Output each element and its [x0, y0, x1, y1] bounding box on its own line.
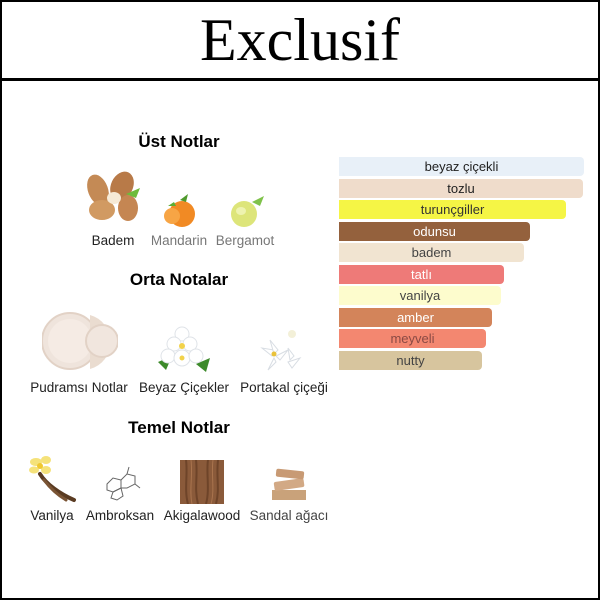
mandarin-icon	[164, 194, 195, 227]
top-notes-title: Üst Notlar	[138, 132, 220, 151]
vanilla-icon	[29, 456, 76, 502]
title-bar: Exclusif	[2, 2, 598, 81]
wood-icon	[180, 460, 224, 504]
note-label-mandarin: Mandarin	[150, 233, 208, 248]
accord-bar: badem	[339, 243, 524, 262]
accord-bar: odunsu	[339, 221, 530, 241]
powder-icon	[42, 312, 118, 370]
bergamot-icon	[231, 196, 264, 227]
perfume-title: Exclusif	[200, 6, 400, 73]
accord-bar: nutty	[339, 350, 482, 370]
accord-bar: vanilya	[339, 286, 501, 305]
base-notes-title: Temel Notlar	[128, 418, 230, 437]
accord-bar: turunçgiller	[339, 200, 566, 219]
note-label-badem: Badem	[91, 233, 135, 248]
note-label-vanilya: Vanilya	[30, 508, 74, 523]
note-label-beyaz-cicekler: Beyaz Çiçekler	[138, 380, 230, 395]
note-label-sandal-agaci: Sandal ağacı	[249, 508, 329, 523]
middle-notes-title: Orta Notalar	[129, 270, 229, 289]
accord-bar: amber	[339, 307, 492, 327]
note-label-ambroksan: Ambroksan	[85, 508, 155, 523]
note-label-portakal-cicegi: Portakal çiçeği	[240, 380, 328, 395]
note-label-pudramsi: Pudramsı Notlar	[30, 380, 128, 395]
white-flowers-icon	[158, 326, 210, 372]
sandalwood-icon	[272, 468, 306, 500]
accord-bar: tatlı	[339, 264, 504, 284]
accord-bar: tozlu	[339, 178, 583, 198]
accord-bar: meyveli	[339, 329, 486, 348]
note-label-bergamot: Bergamot	[215, 233, 275, 248]
note-label-akigalawood: Akigalawood	[163, 508, 241, 523]
accord-bar: beyaz çiçekli	[339, 157, 584, 176]
orange-blossom-icon	[260, 330, 302, 371]
almond-icon	[87, 171, 140, 221]
molecule-icon	[106, 466, 141, 501]
